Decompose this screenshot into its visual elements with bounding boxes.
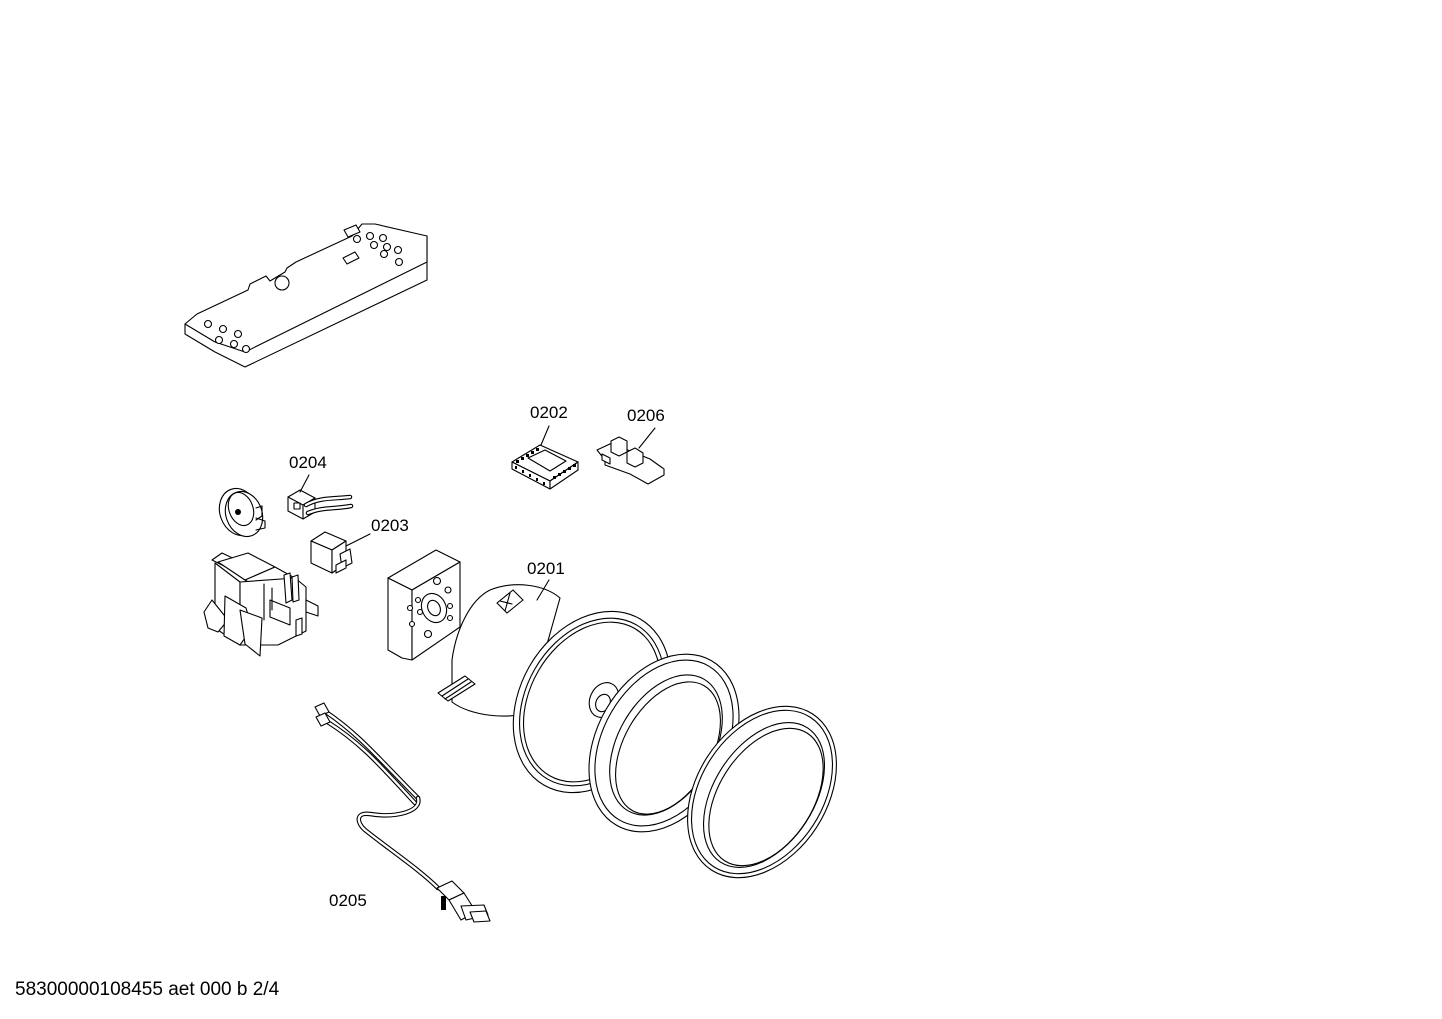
label-0204: 0204 [289,453,327,472]
flange-plate [387,549,461,661]
part-0205-cable [314,702,491,923]
sealing-ring-rear [687,705,837,879]
label-0203: 0203 [371,516,409,535]
part-0206-holder [596,427,665,485]
drawing-number: 58300000108455 aet 000 b 2/4 [15,979,280,1000]
label-0206: 0206 [627,406,665,425]
mounting-plate [184,223,428,368]
label-0202: 0202 [530,403,568,422]
label-0201: 0201 [527,559,565,578]
dial-disc [218,487,266,538]
label-0205: 0205 [329,891,367,910]
part-0204-sensor [287,474,354,520]
part-0202-module [511,425,579,490]
switch-housing [203,552,319,657]
part-0203-relay [310,531,371,574]
